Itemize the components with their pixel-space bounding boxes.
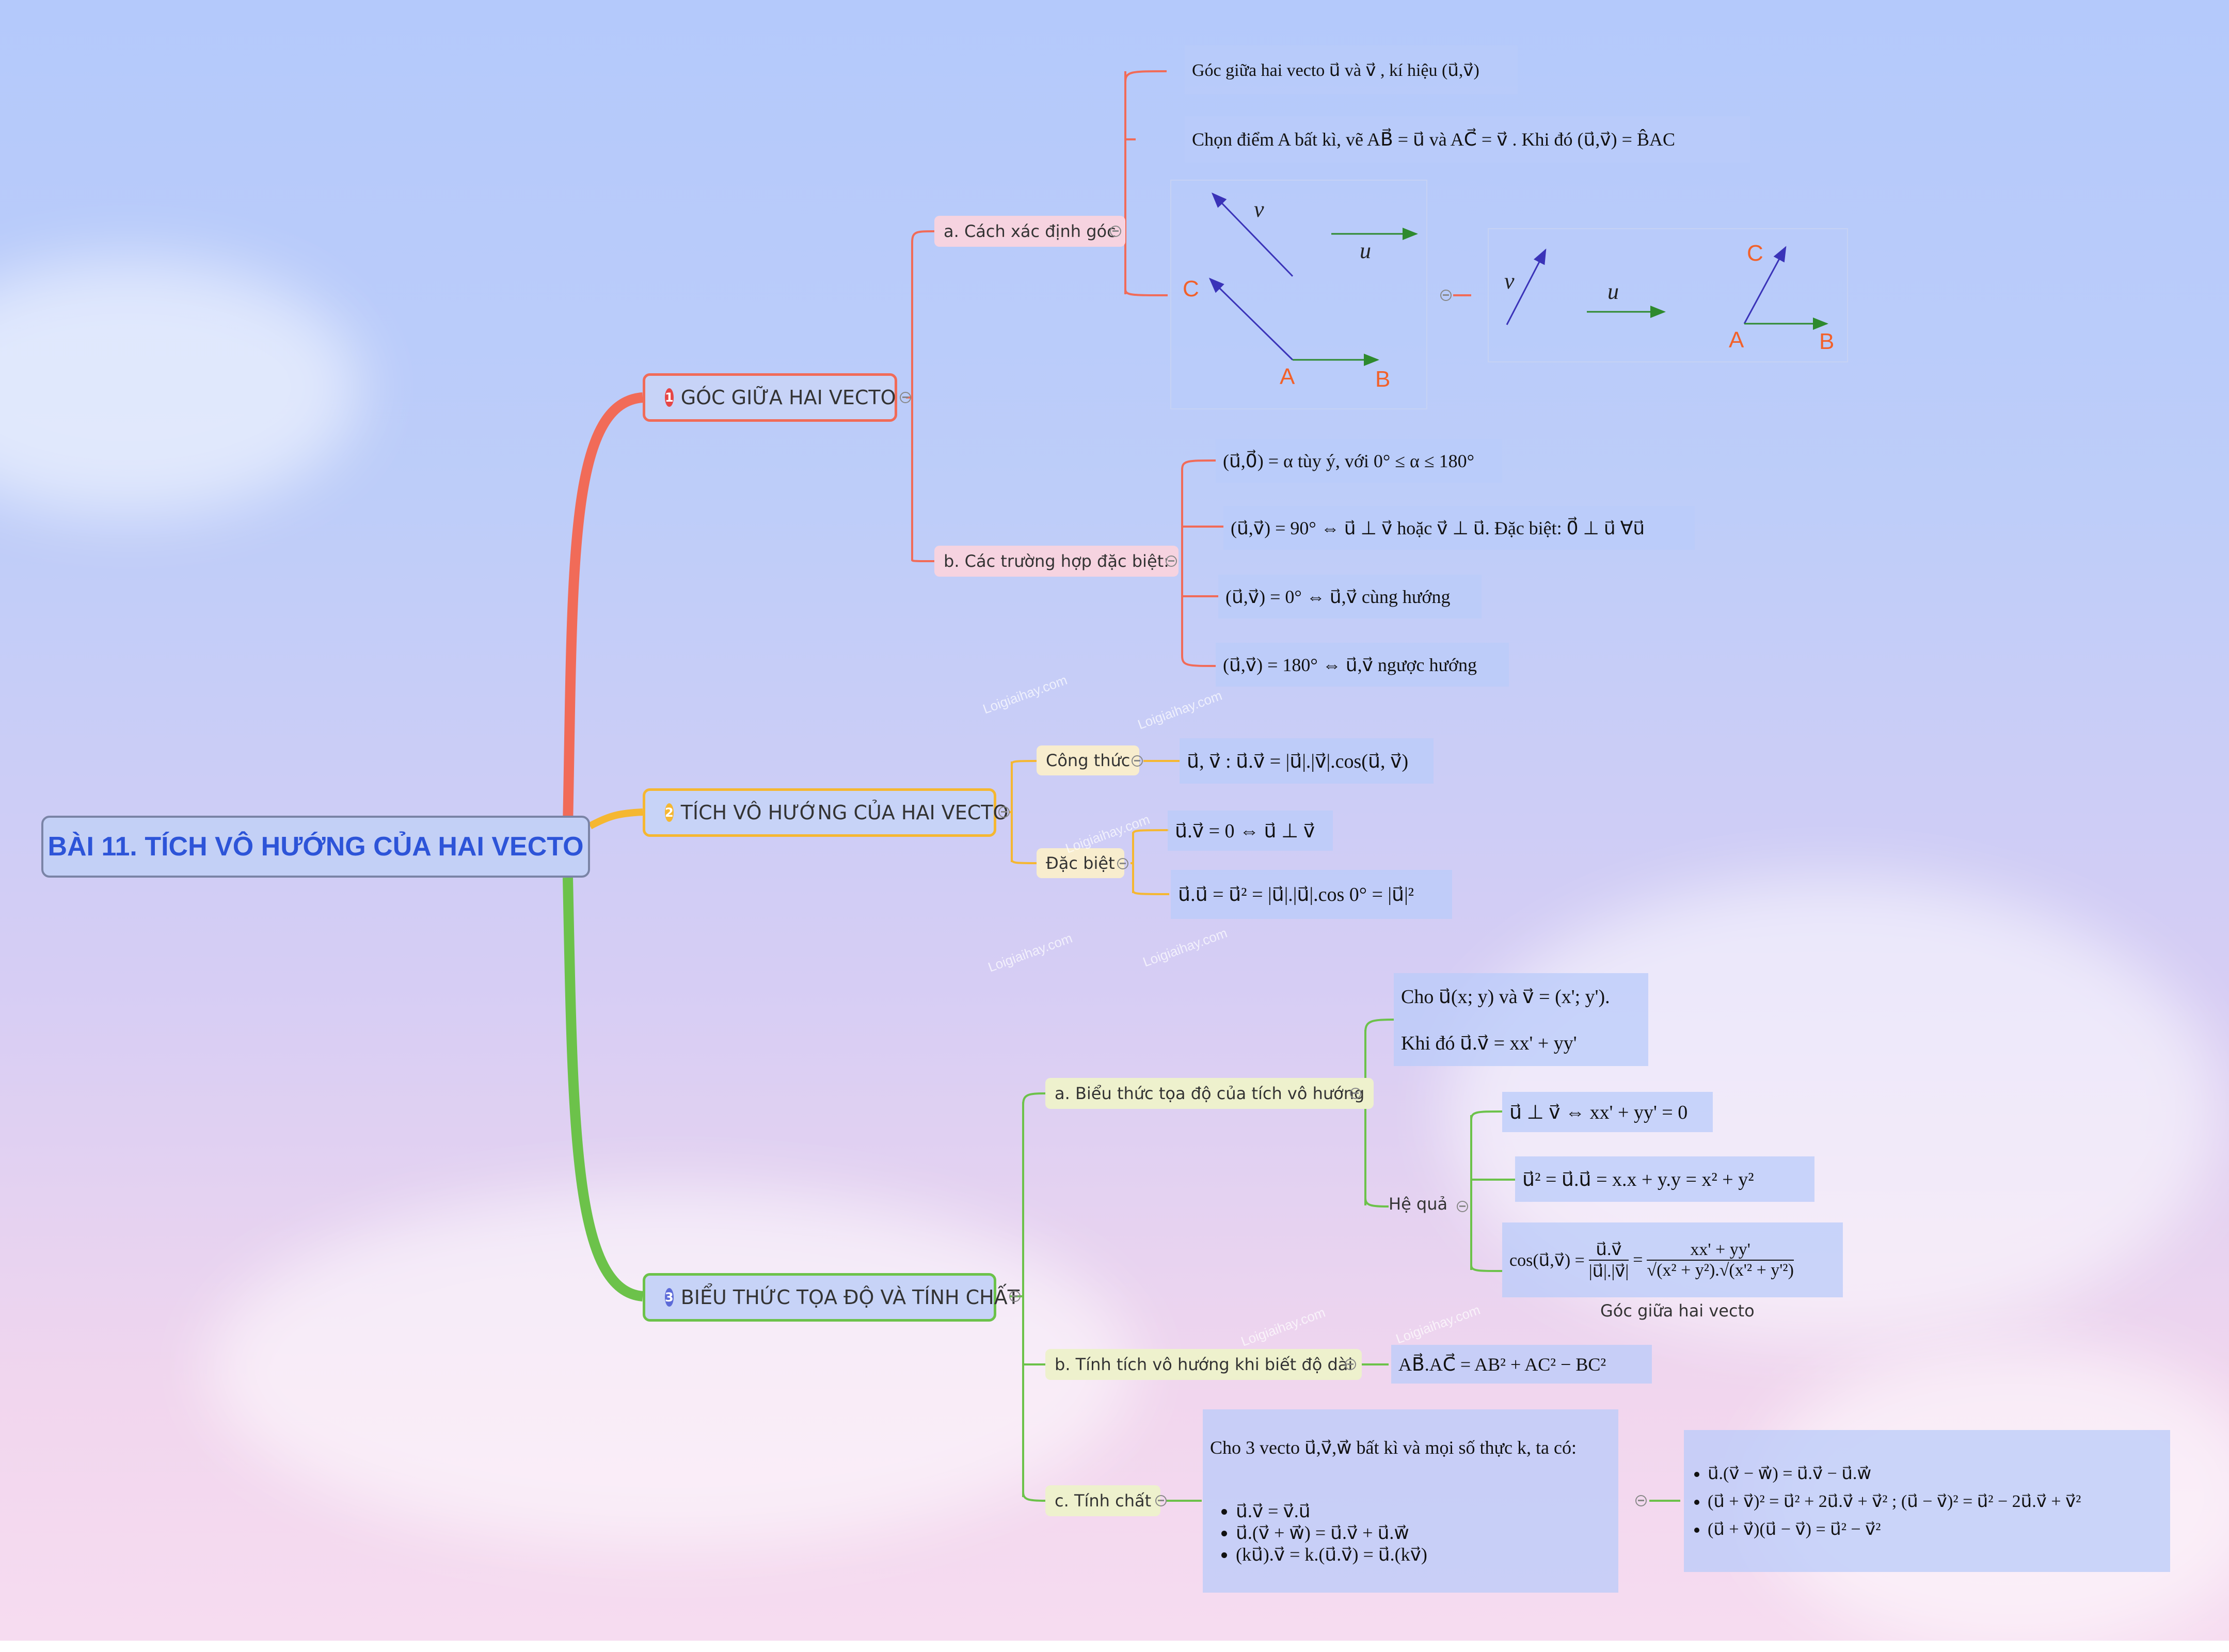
point-c-label: C [1747, 241, 1763, 266]
branch-title: GÓC GIỮA HAI VECTO [680, 386, 896, 409]
cos-fraction-2: xx' + yy' √(x² + y²).√(x'² + y'²) [1647, 1240, 1794, 1280]
branch-number-badge: 1 [665, 388, 674, 407]
angle-definition: Góc giữa hai vecto u⃗ và v⃗ , kí hiệu (u… [1185, 45, 1518, 94]
property-commutative: u⃗.v⃗ = v⃗.u⃗ [1236, 1500, 1427, 1522]
branch-number-badge: 3 [665, 1288, 674, 1307]
collapse-toggle[interactable] [1009, 1291, 1021, 1302]
vector-v-label: v⃗ [1504, 268, 1532, 294]
branch-number-badge: 2 [665, 803, 674, 822]
cos-frac1-num: u⃗.v⃗ [1596, 1240, 1622, 1259]
collapse-toggle[interactable] [1345, 1359, 1356, 1370]
vector-v-label: v⃗ [1254, 197, 1282, 222]
cos-frac2-num: xx' + yy' [1690, 1240, 1750, 1259]
collapse-toggle[interactable] [1457, 1201, 1468, 1212]
more-properties-box: u⃗.(v⃗ − w⃗) = u⃗.v⃗ − u⃗.w⃗ (u⃗ + v⃗)² … [1684, 1430, 2170, 1572]
point-b-label: B [1375, 367, 1391, 392]
special-perpendicular: u⃗.v⃗ = 0 ⇔ u⃗ ⊥ v⃗ [1168, 811, 1333, 851]
branch-title: BIỂU THỨC TỌA ĐỘ VÀ TÍNH CHẤT [680, 1286, 1020, 1309]
corollary-square: u⃗² = u⃗.u⃗ = x.x + y.y = x² + y² [1515, 1156, 1814, 1202]
cosine-caption: Góc giữa hai vecto [1600, 1301, 1755, 1321]
point-c-label: C [1183, 276, 1199, 301]
property-difference: u⃗.(v⃗ − w⃗) = u⃗.v⃗ − u⃗.w⃗ [1708, 1463, 2081, 1484]
angle-construction: Chọn điểm A bất kì, vẽ AB⃗ = u⃗ và AC⃗ =… [1185, 116, 1750, 163]
collapse-toggle[interactable] [1166, 555, 1177, 567]
point-b-label: B [1819, 329, 1835, 354]
special-case-same-direction: (u⃗,v⃗) = 0° ⇔ u⃗,v⃗ cùng hướng [1218, 575, 1482, 618]
point-a-label: A [1280, 364, 1295, 389]
length-formula: AB⃗.AC⃗ = AB² + AC² − BC² [1391, 1345, 1652, 1384]
collapse-toggle[interactable] [900, 392, 911, 403]
equals-sign: = [1633, 1250, 1643, 1269]
branch-goc-giua-hai-vecto[interactable]: 1 GÓC GIỮA HAI VECTO [643, 373, 897, 422]
topic-bieu-thuc-toa-do[interactable]: a. Biểu thức tọa độ của tích vô hướng [1045, 1078, 1374, 1109]
angle-figure-drawing [1208, 192, 1418, 366]
special-case-opposite-direction: (u⃗,v⃗) = 180° ⇔ u⃗,v⃗ ngược hướng [1216, 643, 1509, 687]
vector-u-label: u⃗ [1607, 279, 1637, 304]
properties-intro: Cho 3 vecto u⃗,v⃗,w⃗ bất kì và mọi số th… [1210, 1437, 1577, 1458]
dot-product-formula: u⃗, v⃗ : u⃗.v⃗ = |u⃗|.|v⃗|.cos(u⃗, v⃗) [1180, 738, 1434, 784]
cos-fraction-1: u⃗.v⃗ |u⃗|.|v⃗| [1588, 1239, 1629, 1281]
angle-figure-2: v⃗ u⃗ C A B [1488, 228, 1848, 362]
branch-title: TÍCH VÔ HƯỚNG CỦA HAI VECTO [680, 801, 1009, 824]
property-square-expansion: (u⃗ + v⃗)² = u⃗² + 2u⃗.v⃗ + v⃗² ; (u⃗ − … [1708, 1491, 2081, 1512]
special-case-perpendicular: (u⃗,v⃗) = 90° ⇔ u⃗ ⊥ v⃗ hoặc v⃗ ⊥ u⃗. Đặ… [1223, 506, 1695, 550]
property-distributive: u⃗.(v⃗ + w⃗) = u⃗.v⃗ + u⃗.w⃗ [1236, 1522, 1427, 1544]
collapse-toggle[interactable] [1132, 755, 1143, 767]
angle-figure: v⃗ u⃗ C A B [1170, 180, 1427, 409]
topic-tinh-tich-khi-biet-do-dai[interactable]: b. Tính tích vô hướng khi biết độ dài [1045, 1349, 1362, 1380]
collapse-toggle[interactable] [1117, 858, 1128, 869]
topic-cac-truong-hop-dac-biet[interactable]: b. Các trường hợp đặc biệt: [934, 546, 1179, 577]
collapse-toggle[interactable] [1155, 1495, 1167, 1506]
root-title[interactable]: BÀI 11. TÍCH VÔ HƯỚNG CỦA HAI VECTO [41, 816, 590, 878]
branch-bieu-thuc-toa-do[interactable]: 3 BIỂU THỨC TỌA ĐỘ VÀ TÍNH CHẤT [643, 1273, 1020, 1322]
topic-tinh-chat[interactable]: c. Tính chất [1045, 1485, 1161, 1516]
corollary-cosine: cos(u⃗,v⃗) = u⃗.v⃗ |u⃗|.|v⃗| = xx' + yy'… [1502, 1222, 1843, 1297]
coordinate-given: Cho u⃗(x; y) và v⃗ = (x'; y'). [1401, 986, 1610, 1008]
coordinate-result: Khi đó u⃗.v⃗ = xx' + yy' [1401, 1032, 1577, 1054]
property-scalar: (ku⃗).v⃗ = k.(u⃗.v⃗) = u⃗.(kv⃗) [1236, 1544, 1427, 1565]
topic-he-qua[interactable]: Hệ quả [1389, 1194, 1448, 1214]
collapse-toggle[interactable] [1110, 226, 1121, 237]
special-case-zero-vector: (u⃗,0⃗) = α tùy ý, với 0° ≤ α ≤ 180° [1216, 439, 1502, 483]
special-scalar-square: u⃗.u⃗ = u⃗² = |u⃗|.|u⃗|.cos 0° = |u⃗|² [1171, 870, 1452, 919]
cloud [206, 1187, 1136, 1549]
cos-lhs: cos(u⃗,v⃗) = [1509, 1250, 1585, 1270]
point-a-label: A [1729, 327, 1744, 353]
cos-frac2-den: √(x² + y²).√(x'² + y'²) [1647, 1259, 1794, 1280]
angle-figure-2-drawing [1506, 246, 1828, 330]
property-difference-of-squares: (u⃗ + v⃗)(u⃗ − v⃗) = u⃗² − v⃗² [1708, 1519, 2081, 1539]
coordinate-formula: Cho u⃗(x; y) và v⃗ = (x'; y'). Khi đó u⃗… [1394, 973, 1648, 1066]
topic-cach-xac-dinh-goc[interactable]: a. Cách xác định góc [934, 216, 1125, 247]
collapse-toggle[interactable] [998, 806, 1010, 818]
topic-cong-thuc[interactable]: Công thức [1037, 745, 1140, 775]
properties-box: Cho 3 vecto u⃗,v⃗,w⃗ bất kì và mọi số th… [1203, 1409, 1618, 1593]
cloud [0, 258, 361, 516]
collapse-toggle[interactable] [1350, 1088, 1361, 1099]
vector-u-label: u⃗ [1360, 238, 1389, 263]
collapse-toggle[interactable] [1635, 1495, 1647, 1506]
collapse-toggle[interactable] [1440, 290, 1452, 301]
corollary-perpendicular: u⃗ ⊥ v⃗ ⇔ xx' + yy' = 0 [1502, 1092, 1713, 1132]
branch-tich-vo-huong[interactable]: 2 TÍCH VÔ HƯỚNG CỦA HAI VECTO [643, 788, 1008, 837]
topic-dac-biet[interactable]: Đặc biệt [1037, 848, 1124, 878]
cos-frac1-den: |u⃗|.|v⃗| [1588, 1259, 1629, 1281]
